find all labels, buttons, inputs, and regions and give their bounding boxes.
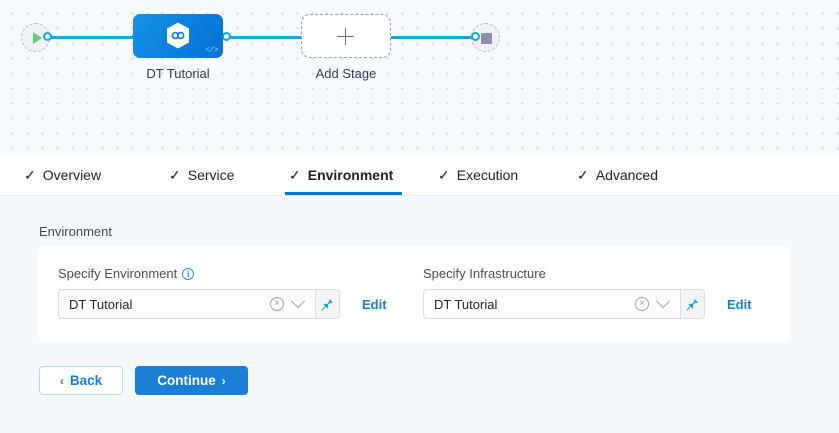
hexagon-link-icon: [167, 22, 189, 49]
specify-environment-label-row: Specify Environment i: [58, 266, 387, 281]
stop-icon: [481, 33, 492, 44]
specify-infrastructure-row: DT Tutorial × Edit: [423, 289, 752, 319]
infrastructure-select[interactable]: DT Tutorial ×: [423, 289, 681, 319]
tab-environment-label: Environment: [307, 167, 394, 183]
environment-edit-link[interactable]: Edit: [362, 296, 387, 312]
chevron-right-icon: ›: [221, 373, 226, 388]
connector-wire-add-to-end: [384, 36, 474, 39]
environment-value: DT Tutorial: [69, 296, 133, 312]
chevron-down-icon[interactable]: [290, 294, 306, 309]
pipeline-stage-node[interactable]: </>: [133, 14, 223, 58]
tab-service-label: Service: [187, 167, 235, 183]
specify-infrastructure-label: Specify Infrastructure: [423, 266, 546, 281]
check-icon: ✓: [289, 167, 301, 183]
pin-icon: [686, 298, 698, 310]
tab-advanced-label: Advanced: [595, 167, 659, 183]
infrastructure-pin-button[interactable]: [681, 289, 705, 319]
back-button-label: Back: [69, 373, 103, 388]
tab-overview[interactable]: ✓ Overview: [20, 155, 105, 195]
stage-tabs: ✓ Overview ✓ Service ✓ Environment ✓ Exe…: [0, 155, 839, 196]
tab-overview-label: Overview: [42, 167, 102, 183]
add-stage-button[interactable]: [301, 14, 391, 58]
chevron-left-icon: ‹: [59, 373, 64, 388]
tab-execution[interactable]: ✓ Execution: [434, 155, 522, 195]
connector-dot-start[interactable]: [43, 32, 52, 41]
continue-button-label: Continue: [157, 373, 216, 388]
check-icon: ✓: [24, 167, 36, 183]
environment-pin-button[interactable]: [316, 289, 340, 319]
clear-icon[interactable]: ×: [270, 297, 284, 311]
pipeline-canvas[interactable]: </> DT Tutorial Add Stage: [0, 0, 839, 155]
specify-environment-group: Specify Environment i DT Tutorial × Edit: [58, 266, 387, 319]
infrastructure-edit-link[interactable]: Edit: [727, 296, 752, 312]
tab-environment[interactable]: ✓ Environment: [285, 155, 402, 195]
chevron-down-icon[interactable]: [655, 294, 671, 309]
wizard-buttons: ‹ Back Continue ›: [39, 366, 248, 395]
back-button[interactable]: ‹ Back: [39, 366, 123, 395]
continue-button[interactable]: Continue ›: [135, 366, 248, 395]
tab-service[interactable]: ✓ Service: [165, 155, 238, 195]
section-title: Environment: [39, 224, 112, 239]
specify-environment-label: Specify Environment: [58, 266, 178, 281]
check-icon: ✓: [438, 167, 450, 183]
infrastructure-value: DT Tutorial: [434, 296, 498, 312]
connector-dot-end[interactable]: [471, 32, 480, 41]
pipeline-stage-label: DT Tutorial: [146, 66, 210, 81]
connector-dot-stage-right[interactable]: [222, 32, 231, 41]
code-badge-icon: </>: [205, 46, 218, 55]
add-stage-label: Add Stage: [315, 66, 377, 81]
plus-icon-vertical: [344, 28, 347, 45]
info-icon[interactable]: i: [182, 267, 195, 280]
check-icon: ✓: [577, 167, 589, 183]
connector-wire-stage-to-add: [226, 36, 308, 39]
tab-execution-label: Execution: [456, 167, 519, 183]
specify-infrastructure-label-row: Specify Infrastructure: [423, 266, 752, 281]
environment-panel: Environment Specify Environment i DT Tut…: [0, 196, 839, 433]
environment-card: Specify Environment i DT Tutorial × Edit: [38, 246, 790, 342]
clear-icon[interactable]: ×: [635, 297, 649, 311]
check-icon: ✓: [169, 167, 181, 183]
specify-environment-row: DT Tutorial × Edit: [58, 289, 387, 319]
play-icon: [33, 32, 42, 44]
pin-icon: [321, 298, 333, 310]
specify-infrastructure-group: Specify Infrastructure DT Tutorial × Edi…: [423, 266, 752, 319]
environment-select[interactable]: DT Tutorial ×: [58, 289, 316, 319]
connector-wire-start-to-stage: [44, 36, 136, 39]
tab-advanced[interactable]: ✓ Advanced: [573, 155, 662, 195]
